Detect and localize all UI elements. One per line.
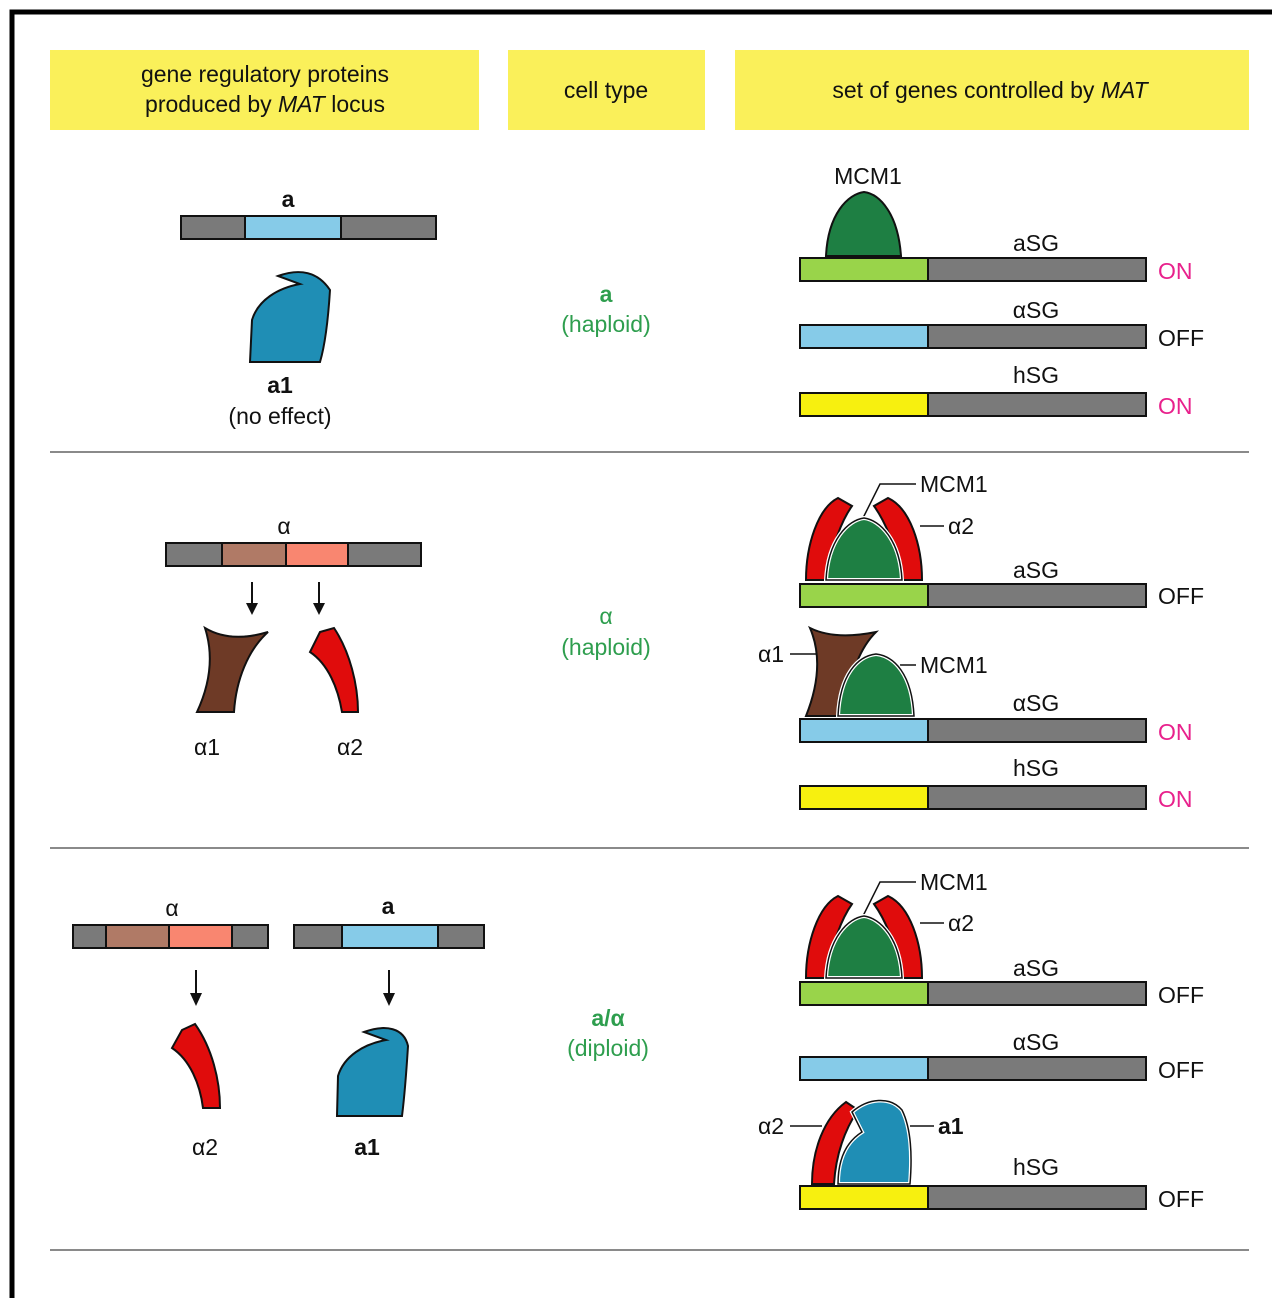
alphasg-gene-bar	[799, 1056, 1147, 1081]
mcm1-label: MCM1	[834, 163, 902, 189]
header-proteins-line1: gene regulatory proteins	[141, 61, 389, 87]
locus-label-a-diploid: a	[382, 893, 395, 919]
hsg-status: OFF	[1158, 1186, 1204, 1212]
gene-name-asg: aSG	[1013, 955, 1059, 981]
asg-gene-bar	[799, 583, 1147, 608]
hsg-gene-bar	[799, 392, 1147, 417]
header-genes: set of genes controlled by MAT	[832, 77, 1149, 103]
a1-protein-diploid	[335, 1027, 410, 1117]
mcm1-protein-shape	[824, 190, 903, 257]
asg-status: ON	[1158, 258, 1193, 284]
locus-label-alpha-diploid: α	[165, 895, 178, 921]
figure-border	[9, 9, 1272, 1298]
a1-no-effect-note: (no effect)	[228, 403, 331, 429]
mat-alpha-locus-diploid	[72, 924, 269, 949]
a1-label-hsg: a1	[938, 1113, 964, 1139]
gene-name-hsg: hSG	[1013, 755, 1059, 781]
alpha2-protein-shape	[308, 626, 360, 713]
hsg-gene-bar	[799, 785, 1147, 810]
gene-name-asg: aSG	[1013, 230, 1059, 256]
asg-status: OFF	[1158, 982, 1204, 1008]
gene-name-hsg: hSG	[1013, 1154, 1059, 1180]
arrow-alpha2	[313, 582, 325, 615]
row-alpha-haploid: α α1 α2 α (haploid) MCM1 α2 aSG	[165, 471, 1204, 812]
gene-name-asg: aSG	[1013, 557, 1059, 583]
row-a-alpha-diploid: α a α2 a1 a/α (diploid) MCM1 α2	[72, 869, 1204, 1212]
cell-type-alpha: α	[599, 603, 612, 629]
alpha2-protein-label-diploid: α2	[192, 1134, 218, 1160]
hsg-gene-bar	[799, 1185, 1147, 1210]
gene-name-alphasg: αSG	[1013, 297, 1060, 323]
hsg-status: ON	[1158, 393, 1193, 419]
alpha2-label-hsg: α2	[758, 1113, 784, 1139]
mat-a-locus	[180, 215, 437, 240]
header-proteins-line2: produced by MAT locus	[145, 91, 385, 117]
hsg-status: ON	[1158, 786, 1193, 812]
row-a-haploid: a a1 (no effect) a (haploid) MCM1 aSG ON…	[180, 163, 1204, 429]
ploidy-haploid-a: (haploid)	[561, 311, 651, 337]
mcm1-label-alphasg: MCM1	[920, 652, 988, 678]
gene-name-alphasg: αSG	[1013, 1029, 1060, 1055]
arrow-a1-diploid	[383, 970, 395, 1006]
alphasg-gene-bar	[799, 718, 1147, 743]
header-box-genes	[735, 50, 1249, 130]
alpha1-protein-label: α1	[194, 734, 220, 760]
arrow-alpha2-diploid	[190, 970, 202, 1006]
alpha2-protein-diploid	[170, 1022, 222, 1109]
alphasg-status: ON	[1158, 719, 1193, 745]
cell-type-a: a	[600, 281, 613, 307]
a1-protein-label: a1	[267, 372, 293, 398]
alpha1-protein-shape	[195, 625, 269, 713]
alphasg-gene-bar	[799, 324, 1147, 349]
cell-type-a-alpha: a/α	[591, 1005, 624, 1031]
header-box-cell-type	[508, 50, 705, 130]
mat-a-locus-diploid	[293, 924, 485, 949]
alpha2-protein-label: α2	[337, 734, 363, 760]
asg-status: OFF	[1158, 583, 1204, 609]
alpha2-label-top: α2	[948, 513, 974, 539]
alphasg-status: OFF	[1158, 1057, 1204, 1083]
mat-alpha-locus	[165, 542, 422, 567]
mcm1-label-top: MCM1	[920, 471, 988, 497]
mcm1-leader-line-diploid	[861, 881, 916, 919]
gene-name-hsg: hSG	[1013, 362, 1059, 388]
asg-gene-bar	[799, 257, 1147, 282]
arrow-alpha1	[246, 582, 258, 615]
a1-protein-label-diploid: a1	[354, 1134, 380, 1160]
ploidy-diploid: (diploid)	[567, 1035, 649, 1061]
header-cell-type: cell type	[564, 77, 648, 103]
mcm1-label-diploid: MCM1	[920, 869, 988, 895]
alpha2-label-diploid: α2	[948, 910, 974, 936]
ploidy-haploid-alpha: (haploid)	[561, 634, 651, 660]
alpha2-protein-hsg	[810, 1100, 860, 1185]
a1-protein-shape	[248, 271, 332, 363]
locus-label-a: a	[282, 186, 295, 212]
mcm1-leader-line	[861, 483, 916, 521]
asg-gene-bar	[799, 981, 1147, 1006]
alphasg-status: OFF	[1158, 325, 1204, 351]
gene-name-alphasg: αSG	[1013, 690, 1060, 716]
header-box-proteins	[50, 50, 479, 130]
alpha1-label-complex: α1	[758, 641, 784, 667]
locus-label-alpha: α	[277, 513, 290, 539]
